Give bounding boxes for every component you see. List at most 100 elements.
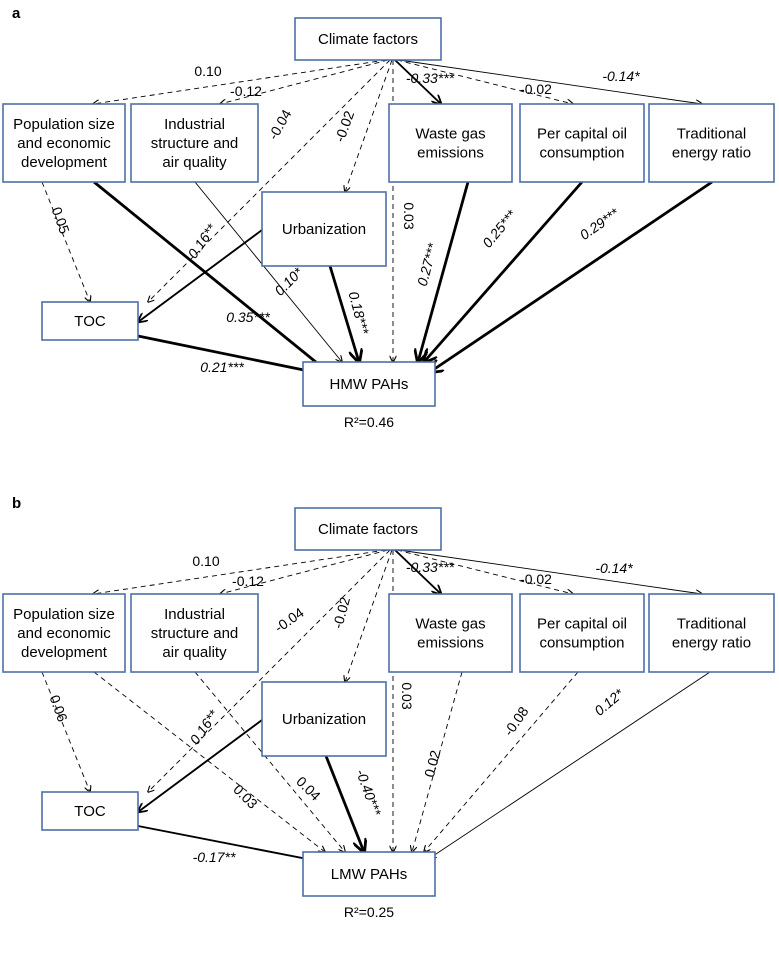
path-coefficient-oil-to-target: 0.25*** — [479, 207, 520, 251]
path-coefficient-waste-to-target: 0.02 — [421, 748, 444, 779]
node-climate-label-line: Climate factors — [318, 31, 418, 48]
path-coefficient-pop-to-target: 0.03 — [230, 781, 261, 812]
path-coefficient-climate-to-ind: -0.12 — [232, 573, 264, 589]
node-target-label-line: LMW PAHs — [331, 866, 407, 883]
node-ind-label-line: structure and — [151, 625, 239, 642]
node-energy: Traditional energy ratio — [648, 593, 775, 673]
node-waste-label-line: Waste gas — [415, 126, 485, 143]
node-ind-label-line: air quality — [162, 154, 227, 171]
node-waste-label-line: emissions — [417, 145, 484, 162]
node-ind-label-line: Industrial — [164, 606, 225, 623]
node-climate-box — [294, 507, 442, 551]
node-waste: Waste gas emissions — [388, 103, 513, 183]
path-arrow-climate-to-oil — [396, 549, 573, 594]
path-arrow-energy-to-target — [430, 671, 711, 858]
path-coefficient-climate-to-toc: -0.04 — [271, 604, 306, 636]
path-arrow-urb-to-toc — [138, 229, 263, 322]
path-arrow-climate-to-energy — [398, 549, 702, 594]
path-coefficient-toc-to-target: -0.17** — [193, 849, 236, 865]
node-target-label-line: HMW PAHs — [330, 376, 409, 393]
path-coefficient-urb-to-toc: 0.16** — [186, 706, 221, 747]
node-pop: Population size and economic development — [2, 103, 126, 183]
path-arrow-waste-to-target — [418, 181, 470, 362]
node-energy-box — [648, 103, 775, 183]
path-coefficient-urb-to-toc: 0.16** — [184, 220, 219, 261]
node-target-box — [302, 851, 436, 897]
path-coefficient-climate-to-pop: 0.10 — [192, 553, 219, 569]
r-squared-value: R²=0.46 — [344, 414, 394, 430]
node-pop-label-line: Population size — [13, 116, 115, 133]
node-toc: TOC — [41, 301, 139, 341]
node-energy-label-line: energy ratio — [672, 635, 751, 652]
node-oil-box — [519, 593, 645, 673]
node-toc-box — [41, 301, 139, 341]
path-coefficient-climate-to-target: 0.03 — [401, 202, 417, 229]
node-oil-label-line: consumption — [539, 145, 624, 162]
edges — [41, 549, 711, 864]
node-ind-box — [130, 103, 259, 183]
path-coefficient-climate-to-energy: -0.14* — [595, 560, 633, 576]
node-oil: Per capital oil consumption — [519, 103, 645, 183]
path-arrow-climate-to-pop — [93, 549, 387, 594]
node-oil-label-line: Per capital oil — [537, 126, 627, 143]
path-coefficient-climate-to-target: 0.03 — [399, 682, 415, 709]
path-arrow-waste-to-target — [412, 671, 463, 852]
node-climate-box — [294, 17, 442, 61]
node-oil-box — [519, 103, 645, 183]
panel-b: b 0.10 -0.12 -0.04 -0.02 0.03 -0.33*** -0.02 -0.… — [2, 495, 775, 920]
path-arrow-pop-to-toc — [41, 181, 90, 302]
node-toc-box — [41, 791, 139, 831]
panel-label: a — [12, 5, 21, 22]
node-target: HMW PAHs — [302, 361, 436, 407]
node-waste-box — [388, 593, 513, 673]
path-coefficient-urb-to-target: -0.40*** — [353, 767, 385, 818]
edges — [41, 59, 713, 380]
path-arrow-pop-to-target — [93, 671, 325, 852]
node-energy-label-line: energy ratio — [672, 145, 751, 162]
path-arrow-climate-to-waste — [394, 549, 441, 594]
node-target: LMW PAHs — [302, 851, 436, 897]
path-arrow-toc-to-target — [137, 825, 333, 864]
node-climate-label-line: Climate factors — [318, 521, 418, 538]
node-waste-label-line: Waste gas — [415, 616, 485, 633]
r-squared-value: R²=0.25 — [344, 904, 394, 920]
node-urb: Urbanization — [261, 681, 387, 757]
path-arrow-pop-to-toc — [41, 671, 90, 792]
path-coefficient-waste-to-target: 0.27*** — [414, 241, 441, 288]
node-energy-box — [648, 593, 775, 673]
path-arrow-urb-to-target — [328, 265, 359, 362]
path-arrow-urb-to-target — [324, 755, 364, 852]
path-arrow-climate-to-ind — [220, 549, 389, 594]
path-coefficient-ind-to-target: 0.10* — [271, 264, 306, 299]
path-coefficient-climate-to-oil: -0.02 — [520, 571, 552, 587]
path-arrow-pop-to-target — [93, 180, 338, 380]
node-pop-label-line: development — [21, 154, 108, 171]
node-energy-label-line: Traditional — [677, 616, 746, 633]
path-coefficient-climate-to-urb: -0.02 — [329, 595, 353, 630]
node-ind-label-line: Industrial — [164, 116, 225, 133]
node-toc: TOC — [41, 791, 139, 831]
path-coefficient-energy-to-target: 0.29*** — [577, 205, 622, 243]
node-toc-label-line: TOC — [74, 803, 106, 820]
path-coefficient-climate-to-toc: -0.04 — [265, 107, 295, 143]
node-urb-label-line: Urbanization — [282, 221, 366, 238]
path-arrow-climate-to-ind — [220, 59, 389, 104]
node-target-box — [302, 361, 436, 407]
node-pop-label-line: and economic — [17, 135, 111, 152]
path-coefficient-climate-to-energy: -0.14* — [602, 68, 640, 84]
node-urb-box — [261, 191, 387, 267]
path-arrow-energy-to-target — [430, 180, 713, 372]
node-urb-box — [261, 681, 387, 757]
node-ind-box — [130, 593, 259, 673]
panel-label: b — [12, 495, 21, 512]
node-toc-label-line: TOC — [74, 313, 106, 330]
path-coefficient-climate-to-waste: -0.33*** — [406, 559, 455, 575]
path-coefficient-ind-to-target: 0.04 — [293, 773, 324, 804]
path-coefficient-pop-to-target: 0.35*** — [226, 309, 270, 325]
